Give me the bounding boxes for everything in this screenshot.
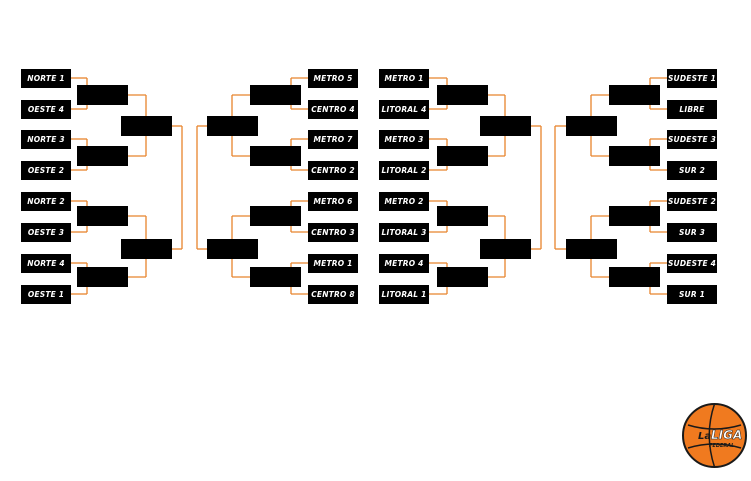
round3-slot: [207, 116, 258, 136]
team-slot: LITORAL 3: [379, 222, 429, 242]
round2-slot: [609, 267, 660, 287]
team-slot: CENTRO 2: [308, 160, 358, 180]
team-slot: SUDESTE 1: [667, 68, 717, 88]
round2-slot: [437, 267, 488, 287]
round2-slot: [250, 267, 301, 287]
round3-slot: [566, 116, 617, 136]
team-slot: LITORAL 4: [379, 99, 429, 119]
team-slot: NORTE 1: [21, 68, 71, 88]
logo-liga-text: LIGA: [711, 428, 742, 442]
round3-slot: [207, 239, 258, 259]
team-slot: OESTE 2: [21, 160, 71, 180]
team-slot: METRO 1: [379, 68, 429, 88]
team-slot: METRO 6: [308, 191, 358, 211]
team-slot: METRO 3: [379, 129, 429, 149]
round2-slot: [77, 267, 128, 287]
team-slot: METRO 2: [379, 191, 429, 211]
round2-slot: [77, 146, 128, 166]
team-slot: NORTE 4: [21, 253, 71, 273]
round2-slot: [609, 206, 660, 226]
team-slot: OESTE 4: [21, 99, 71, 119]
round3-slot: [566, 239, 617, 259]
round3-slot: [480, 239, 531, 259]
logo-la-text: La: [698, 431, 711, 442]
round2-slot: [437, 206, 488, 226]
team-slot: SUR 2: [667, 160, 717, 180]
team-slot: SUDESTE 4: [667, 253, 717, 273]
round2-slot: [609, 85, 660, 105]
team-slot: CENTRO 3: [308, 222, 358, 242]
team-slot: SUDESTE 2: [667, 191, 717, 211]
round2-slot: [437, 85, 488, 105]
round3-slot: [480, 116, 531, 136]
team-slot: NORTE 2: [21, 191, 71, 211]
team-slot: SUDESTE 3: [667, 129, 717, 149]
round3-slot: [121, 116, 172, 136]
team-slot: METRO 1: [308, 253, 358, 273]
round2-slot: [77, 85, 128, 105]
round2-slot: [77, 206, 128, 226]
team-slot: LITORAL 1: [379, 284, 429, 304]
round3-slot: [121, 239, 172, 259]
team-slot: SUR 1: [667, 284, 717, 304]
round2-slot: [250, 206, 301, 226]
team-slot: METRO 4: [379, 253, 429, 273]
team-slot: CENTRO 4: [308, 99, 358, 119]
team-slot: NORTE 3: [21, 129, 71, 149]
round2-slot: [609, 146, 660, 166]
team-slot: OESTE 3: [21, 222, 71, 242]
la-liga-federal-logo-icon: La LIGA FEDERAL: [682, 403, 747, 468]
team-slot: SUR 3: [667, 222, 717, 242]
team-slot: CENTRO 8: [308, 284, 358, 304]
team-slot: LIBRE: [667, 99, 717, 119]
round2-slot: [437, 146, 488, 166]
team-slot: METRO 7: [308, 129, 358, 149]
team-slot: METRO 5: [308, 68, 358, 88]
round2-slot: [250, 85, 301, 105]
round2-slot: [250, 146, 301, 166]
team-slot: LITORAL 2: [379, 160, 429, 180]
team-slot: OESTE 1: [21, 284, 71, 304]
logo-federal-text: FEDERAL: [709, 443, 734, 449]
